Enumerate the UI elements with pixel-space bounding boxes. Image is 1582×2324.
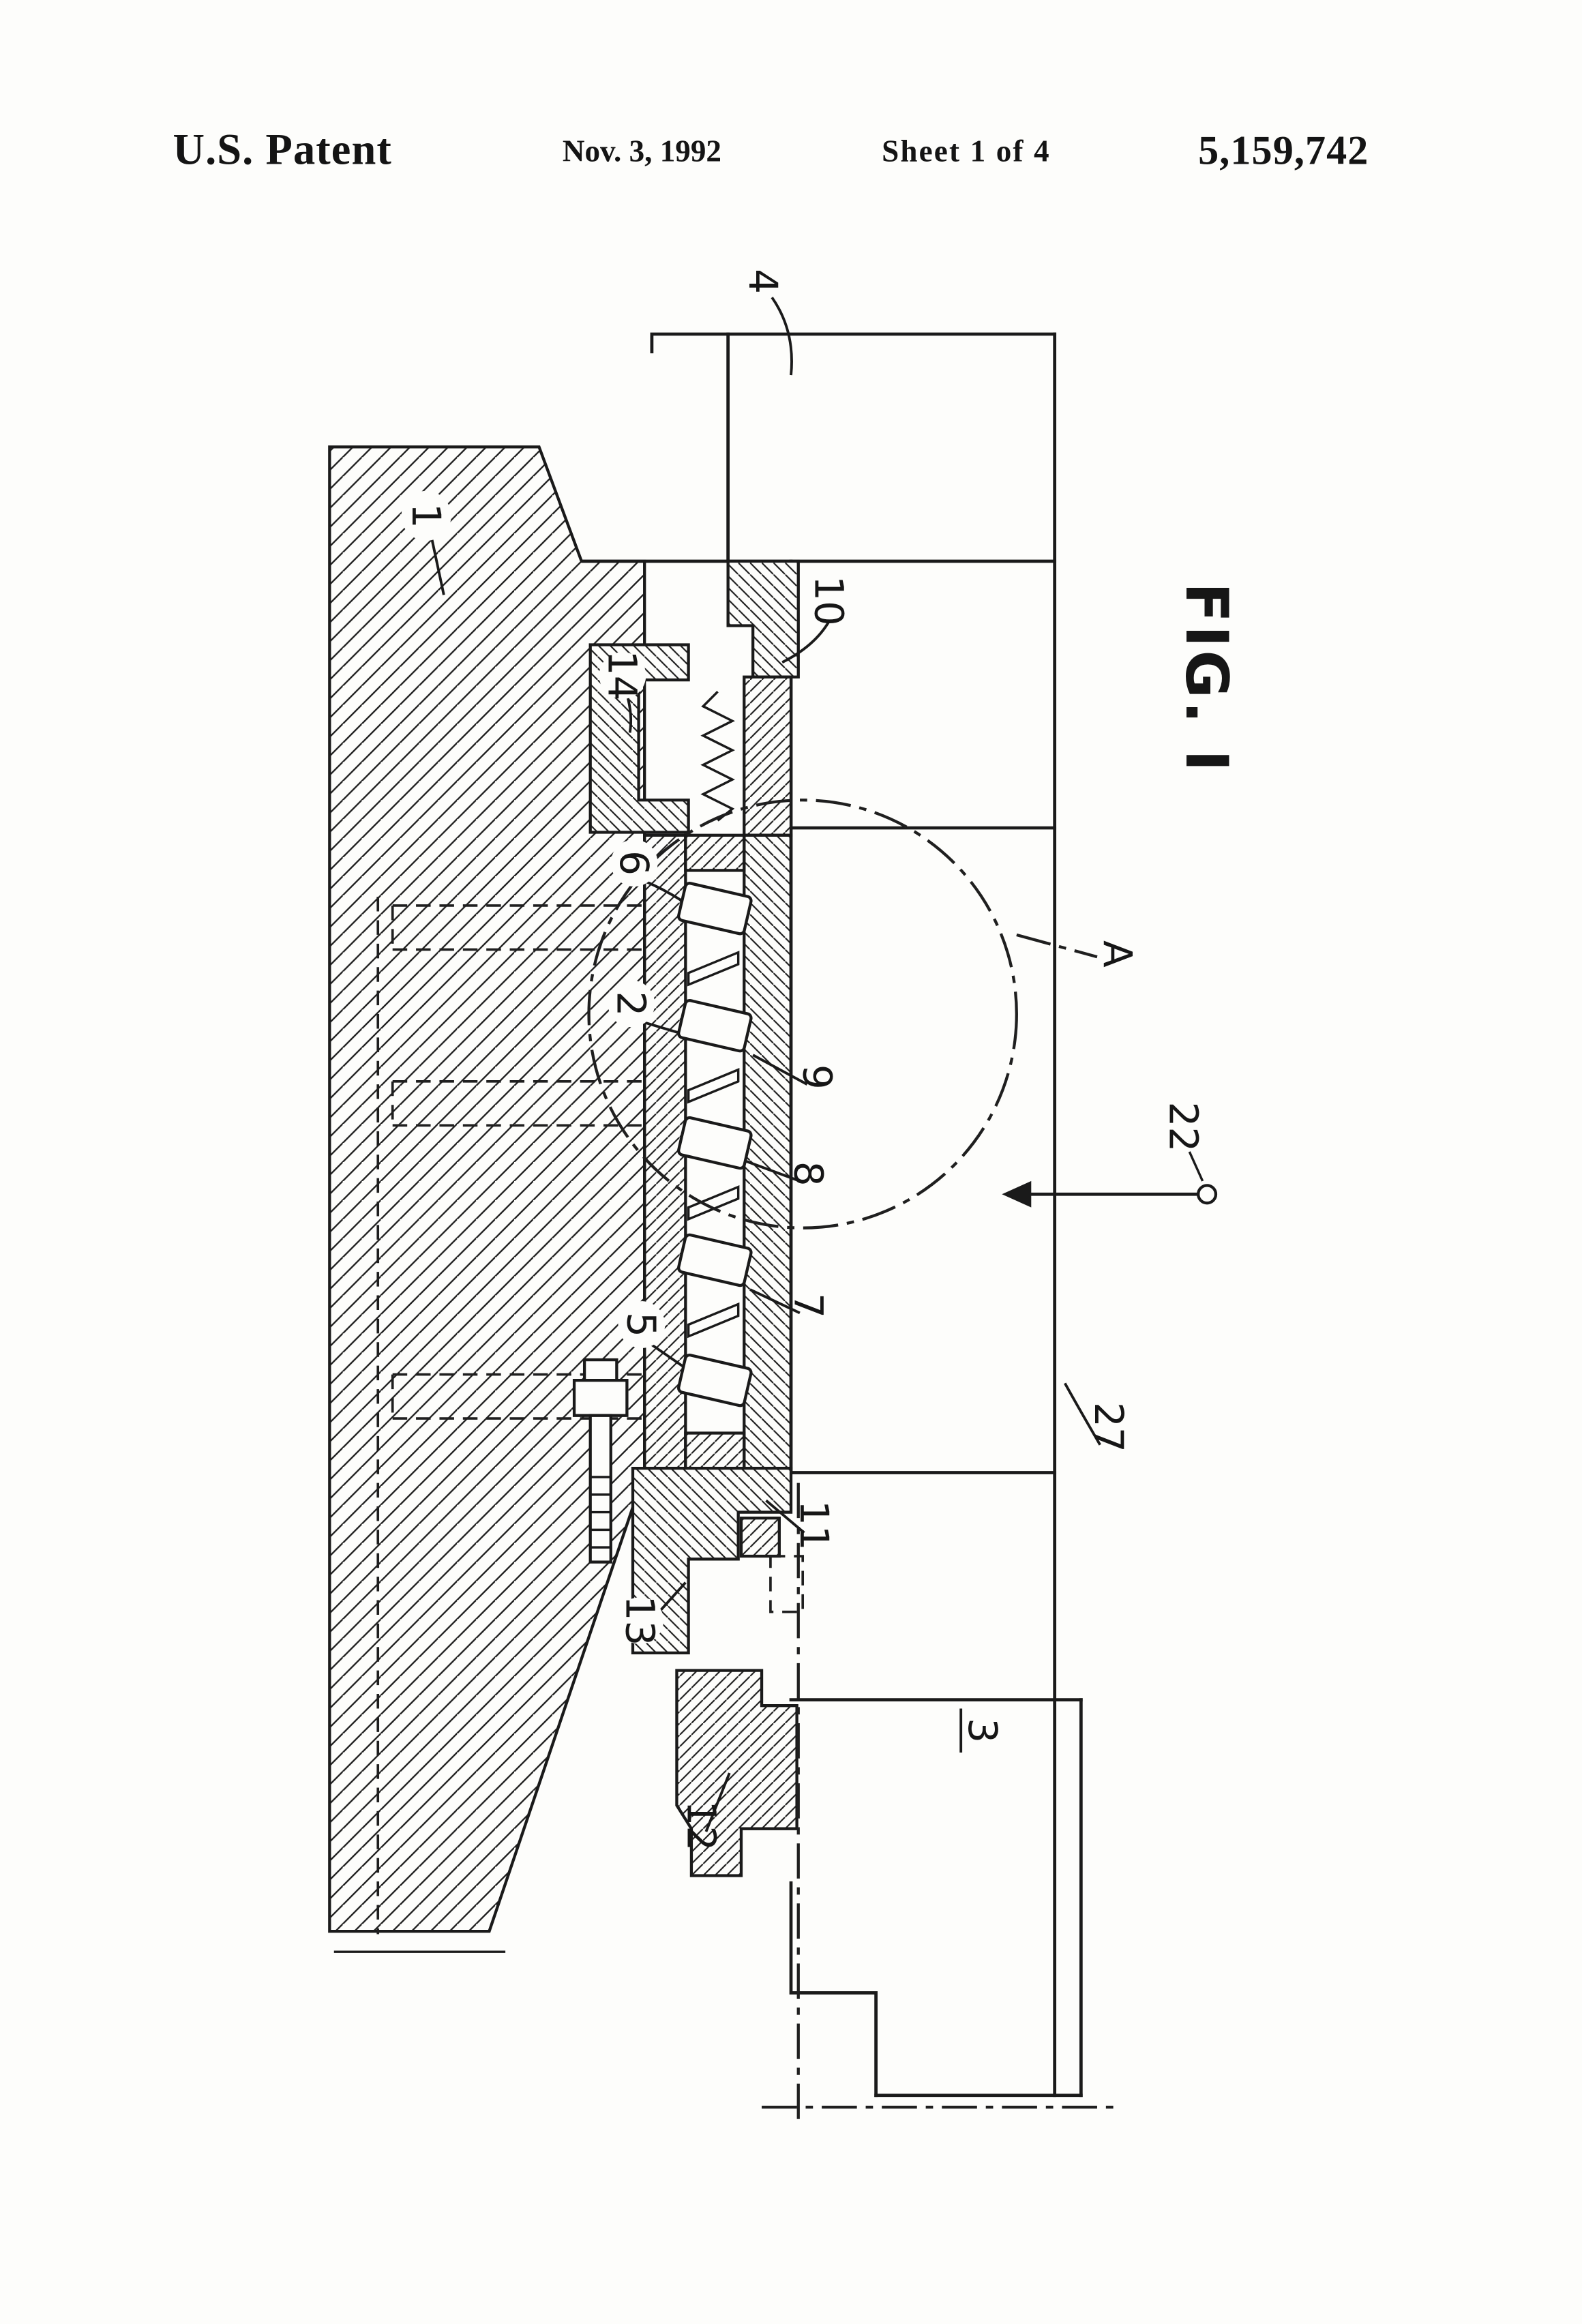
ref-label-12: 12	[678, 1800, 725, 1851]
leader-27	[1064, 1382, 1101, 1446]
retainer-plate-10	[728, 561, 799, 677]
spacer-sleeve	[744, 676, 791, 835]
section-arrow-22	[1002, 1151, 1218, 1208]
bolt-threads	[590, 1476, 611, 1549]
arrow-head-icon	[1002, 1180, 1032, 1208]
label-halo	[618, 1301, 666, 1348]
outline-lines	[581, 332, 1083, 2098]
bolt-head	[572, 1379, 629, 1417]
bolt-shank	[588, 1414, 612, 1564]
label-halo	[608, 980, 655, 1028]
ref-label-9: 9	[794, 1064, 840, 1090]
ref-label-7: 7	[785, 1293, 831, 1318]
ref-label-6: 6	[611, 850, 657, 876]
leader-A	[1016, 933, 1098, 959]
label-halo	[610, 839, 658, 887]
ref-label-A: A	[1094, 940, 1141, 968]
leader-10	[781, 621, 831, 664]
ref-label-13: 13	[616, 1596, 663, 1646]
ref-label-4: 4	[740, 269, 786, 294]
patent-header-sheet: Sheet 1 of 4	[882, 134, 1051, 168]
lower-seal-assembly	[572, 1358, 805, 1877]
label-halo	[401, 490, 451, 541]
arrow-origin-circle	[1197, 1184, 1218, 1205]
hidden-bolt-holes	[376, 897, 645, 1935]
label-halo	[599, 652, 646, 699]
centerlines	[587, 799, 1114, 2122]
bearing-bottom-rib	[684, 1431, 746, 1470]
leader-8	[743, 1159, 801, 1182]
label-halo	[616, 1597, 664, 1644]
bearing-roller	[677, 1233, 753, 1287]
patent-header-title: U.S. Patent	[173, 125, 391, 174]
detail-circle-A	[587, 799, 1018, 1230]
bearing-roller	[677, 1116, 753, 1170]
spring-cavity	[694, 685, 741, 826]
leader-9	[752, 1054, 808, 1086]
cage-spacer	[687, 1185, 740, 1221]
ref-label-1: 1	[403, 503, 449, 528]
hidden-hole-1	[391, 904, 645, 951]
leader-1	[429, 533, 445, 595]
seal-ring-11	[741, 1518, 779, 1557]
patent-header-date: Nov. 3, 1992	[563, 134, 721, 168]
cage-spacer	[687, 1068, 740, 1104]
bearing-roller	[677, 998, 753, 1053]
ref-label-14: 14	[599, 651, 646, 701]
ref-label-10: 10	[806, 576, 852, 626]
figure-label: FIG. I	[1172, 582, 1240, 775]
bearing-assembly	[643, 833, 793, 1470]
ref-label-22: 22	[1160, 1102, 1206, 1152]
spring-coil	[700, 691, 735, 822]
cage-spacer	[687, 951, 740, 987]
outline-top-edge	[650, 332, 1057, 354]
bolt-knob	[582, 1358, 618, 1382]
ref-label-11: 11	[791, 1500, 837, 1551]
bearing-roller	[677, 1353, 753, 1407]
ref-label-5: 5	[618, 1312, 665, 1337]
cage-spacer	[687, 1302, 740, 1339]
bearing-roller	[677, 882, 753, 936]
leader-11	[765, 1499, 805, 1534]
leader-7	[749, 1288, 801, 1315]
hidden-hole-3	[391, 1373, 645, 1420]
outline-bottom-step	[789, 1881, 878, 2098]
ref-label-2: 2	[608, 991, 655, 1016]
seal-carrier-13	[633, 1468, 791, 1653]
ref-label-3: 3	[959, 1718, 1006, 1743]
ref-label-8: 8	[785, 1161, 831, 1187]
reference-labels: 4 1 10 14 6 2 9 8 22 A 5 7 27 11 13 3 12	[401, 269, 1206, 1851]
wear-ring-12	[676, 1670, 797, 1876]
bearing-top-rib	[684, 833, 746, 872]
leader-22	[1188, 1151, 1204, 1182]
hidden-hole-2	[391, 1079, 645, 1127]
patent-header-number: 5,159,742	[1198, 128, 1369, 174]
ref-label-27: 27	[1086, 1402, 1132, 1452]
hidden-seal-detail	[769, 1555, 805, 1613]
leader-4	[771, 297, 793, 376]
patent-header: U.S. Patent Nov. 3, 1992 Sheet 1 of 4 5,…	[173, 125, 1369, 174]
leader-12	[704, 1772, 731, 1832]
